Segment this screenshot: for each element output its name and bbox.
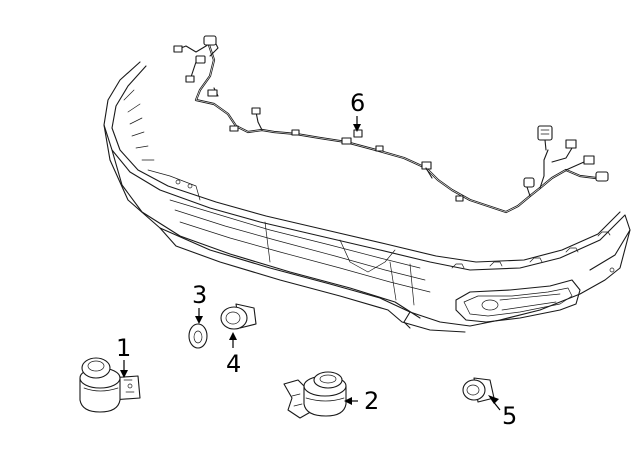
front-bumper-cover [103, 61, 631, 333]
callout-4: 4 [226, 350, 241, 378]
sensor-retainer-ring [188, 323, 208, 349]
parking-sensor-bracket-assembly [283, 371, 347, 419]
callout-6: 6 [350, 89, 365, 117]
parking-sensor-wiring-harness [173, 35, 609, 214]
sensor-mount [462, 377, 495, 403]
callout-3: 3 [192, 281, 207, 309]
callout-5: 5 [502, 402, 517, 430]
callout-1: 1 [116, 334, 131, 362]
parking-sensor-with-bracket [79, 357, 141, 413]
callout-arrows [120, 116, 501, 411]
sensor-housing [220, 303, 257, 330]
callout-2: 2 [364, 387, 379, 415]
